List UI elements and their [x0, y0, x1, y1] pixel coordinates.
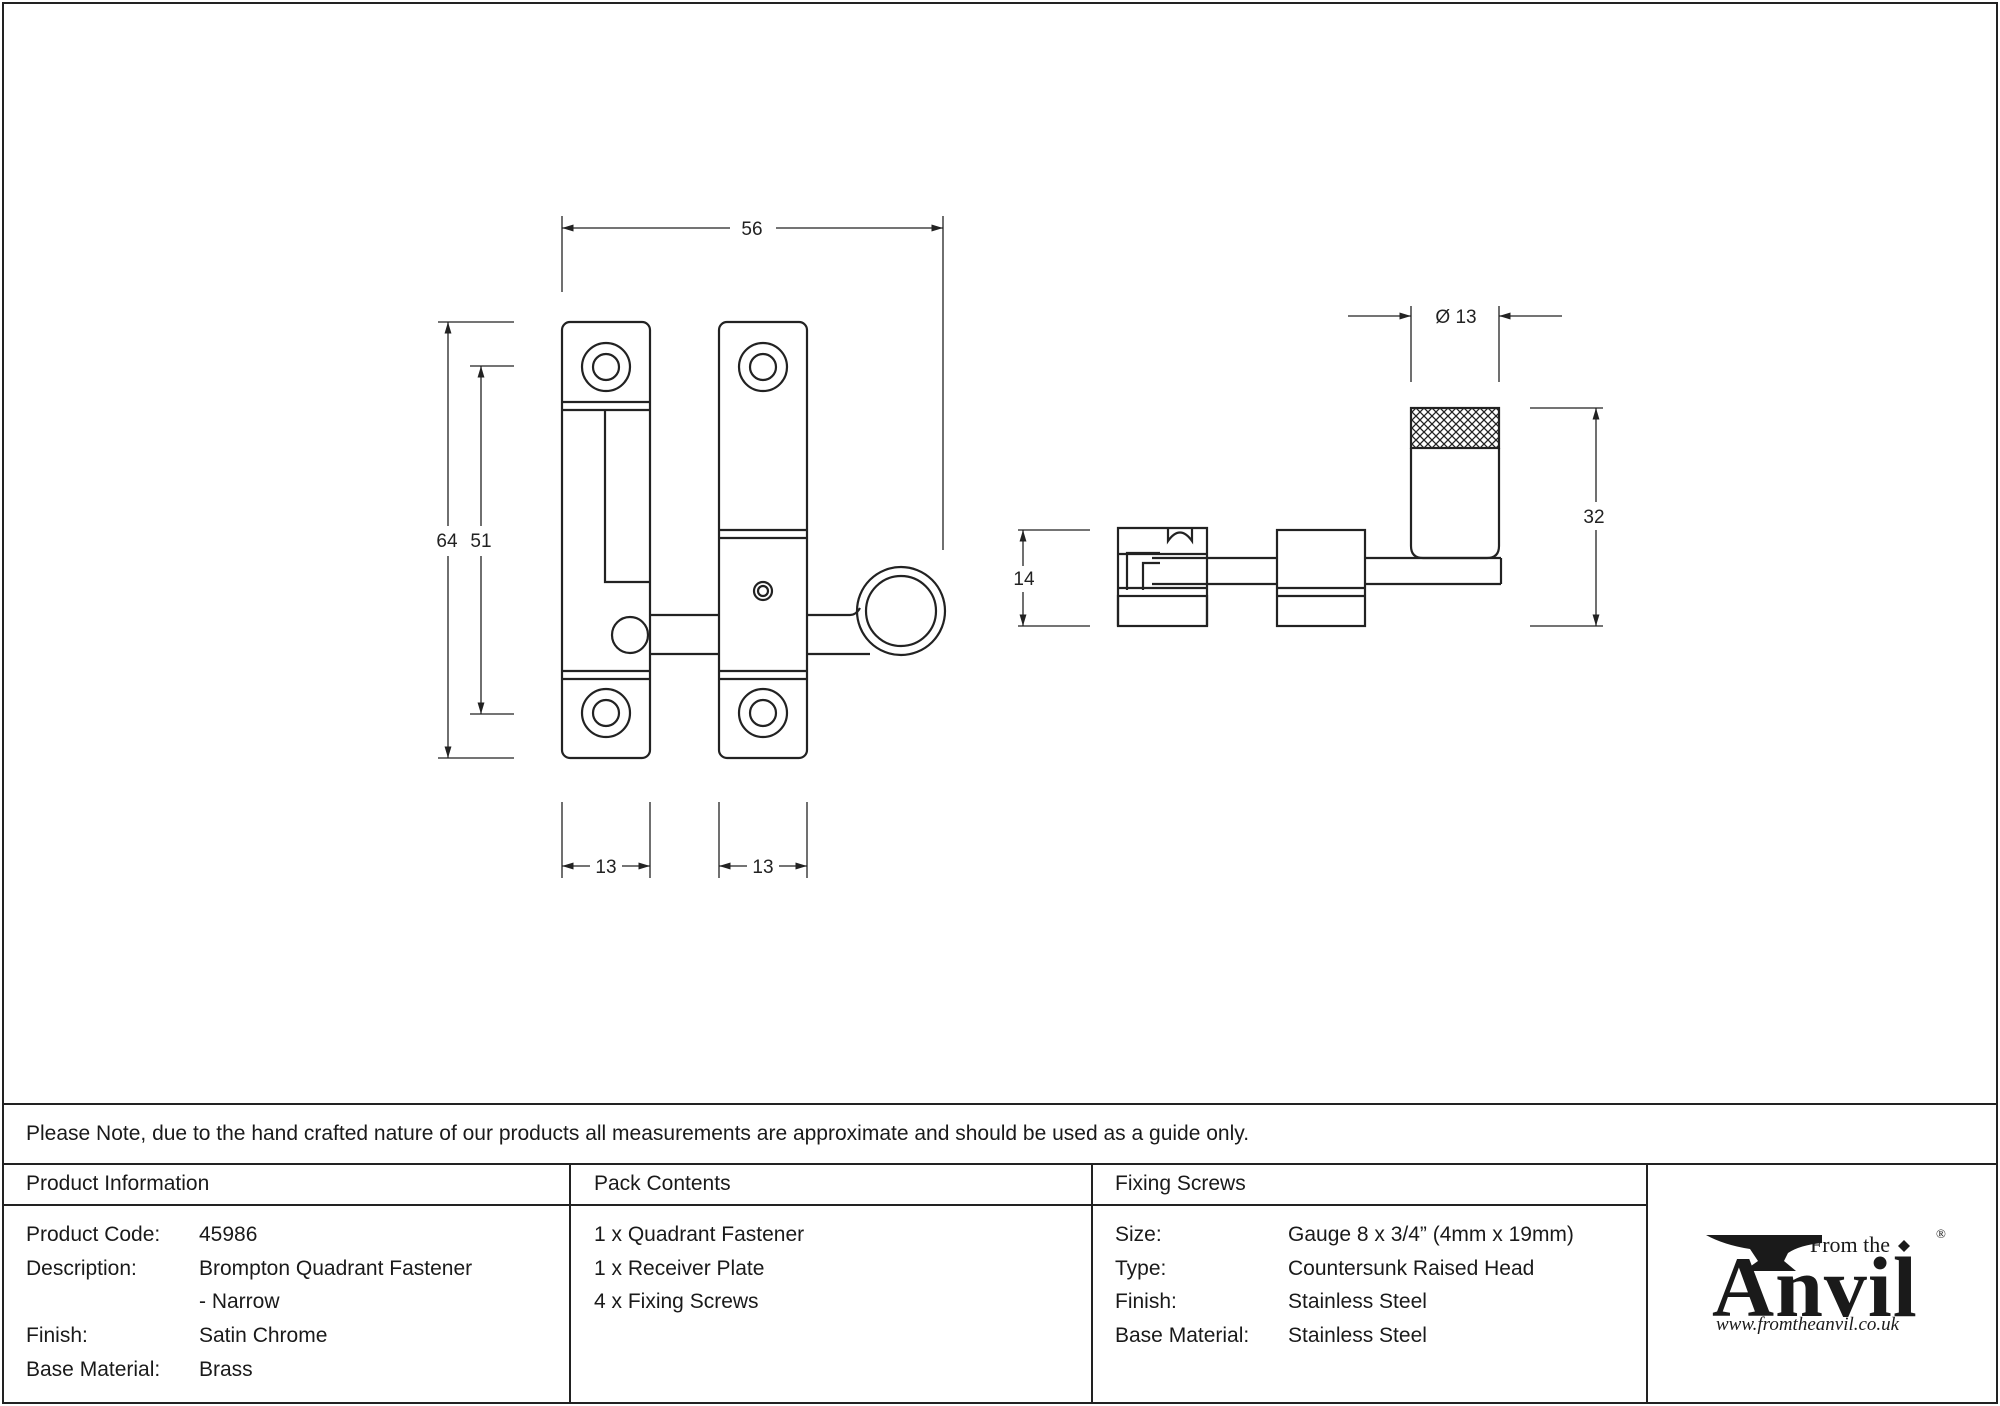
logo-url: www.fromtheanvil.co.uk	[1716, 1314, 1900, 1335]
pivot-block	[1275, 528, 1367, 628]
product-info-heading: Product Information	[26, 1172, 210, 1195]
dim-height-outer: 64	[436, 531, 458, 552]
logo-from-the: From the	[1810, 1232, 1891, 1257]
screw-size-label: Size:	[1115, 1223, 1162, 1246]
pack-item: 1 x Receiver Plate	[594, 1257, 765, 1280]
screw-material-value: Stainless Steel	[1288, 1324, 1427, 1347]
arm-profile	[1152, 556, 1503, 586]
base-material-label: Base Material:	[26, 1358, 161, 1381]
product-code-label: Product Code:	[26, 1223, 161, 1246]
knob	[855, 565, 947, 657]
description-value: Brompton Quadrant Fastener	[199, 1257, 473, 1280]
fastener-plate	[717, 320, 809, 760]
pack-item: 4 x Fixing Screws	[594, 1290, 759, 1313]
screw-hole-bottom-left	[580, 687, 632, 739]
screw-material-label: Base Material:	[1115, 1324, 1250, 1347]
side-view	[1116, 406, 1503, 628]
fixing-screws-heading: Fixing Screws	[1115, 1172, 1246, 1195]
description-label: Description:	[26, 1257, 137, 1280]
front-view	[560, 320, 947, 760]
front-dimensions	[438, 216, 944, 878]
fastener-arm	[650, 607, 870, 656]
side-dimensions	[1018, 306, 1603, 627]
screw-finish-label: Finish:	[1115, 1290, 1177, 1313]
dim-plate-width-left: 13	[595, 857, 616, 878]
measurement-note: Please Note, due to the hand crafted nat…	[26, 1122, 1250, 1145]
screw-hole-bottom-right	[737, 687, 789, 739]
diamond-icon	[1898, 1240, 1910, 1252]
screw-size-value: Gauge 8 x 3/4” (4mm x 19mm)	[1288, 1223, 1574, 1246]
dim-side-base-height: 14	[1013, 569, 1035, 590]
screw-hole-top-right	[737, 341, 789, 393]
logo-registered-mark: ®	[1936, 1226, 1946, 1241]
screw-finish-value: Stainless Steel	[1288, 1290, 1427, 1313]
description-value-cont: - Narrow	[199, 1290, 280, 1313]
dim-knob-diameter: Ø 13	[1435, 307, 1476, 328]
side-dimension-labels: Ø 13 14 32	[1013, 307, 1604, 590]
screw-type-label: Type:	[1115, 1257, 1167, 1280]
screw-hole-top-left	[580, 341, 632, 393]
finish-value: Satin Chrome	[199, 1324, 328, 1347]
pack-item: 1 x Quadrant Fastener	[594, 1223, 805, 1246]
finish-label: Finish:	[26, 1324, 88, 1347]
dim-overall-width: 56	[741, 219, 762, 240]
knurled-cap	[1409, 406, 1501, 450]
knob-profile	[1409, 406, 1501, 560]
logo-anvil-word: Anvil	[1712, 1239, 1918, 1335]
product-code-value: 45986	[199, 1223, 258, 1246]
screw-type-value: Countersunk Raised Head	[1288, 1257, 1535, 1280]
receiver-plate	[560, 320, 652, 760]
receiver-profile	[1116, 526, 1209, 628]
base-material-value: Brass	[199, 1358, 253, 1381]
anvil-icon	[1706, 1235, 1822, 1271]
front-dimension-labels: 56 64 51 13 13	[436, 219, 773, 878]
dim-height-inner: 51	[470, 531, 491, 552]
dim-side-total-height: 32	[1583, 507, 1604, 528]
dim-plate-width-right: 13	[752, 857, 773, 878]
pack-contents-heading: Pack Contents	[594, 1172, 731, 1195]
